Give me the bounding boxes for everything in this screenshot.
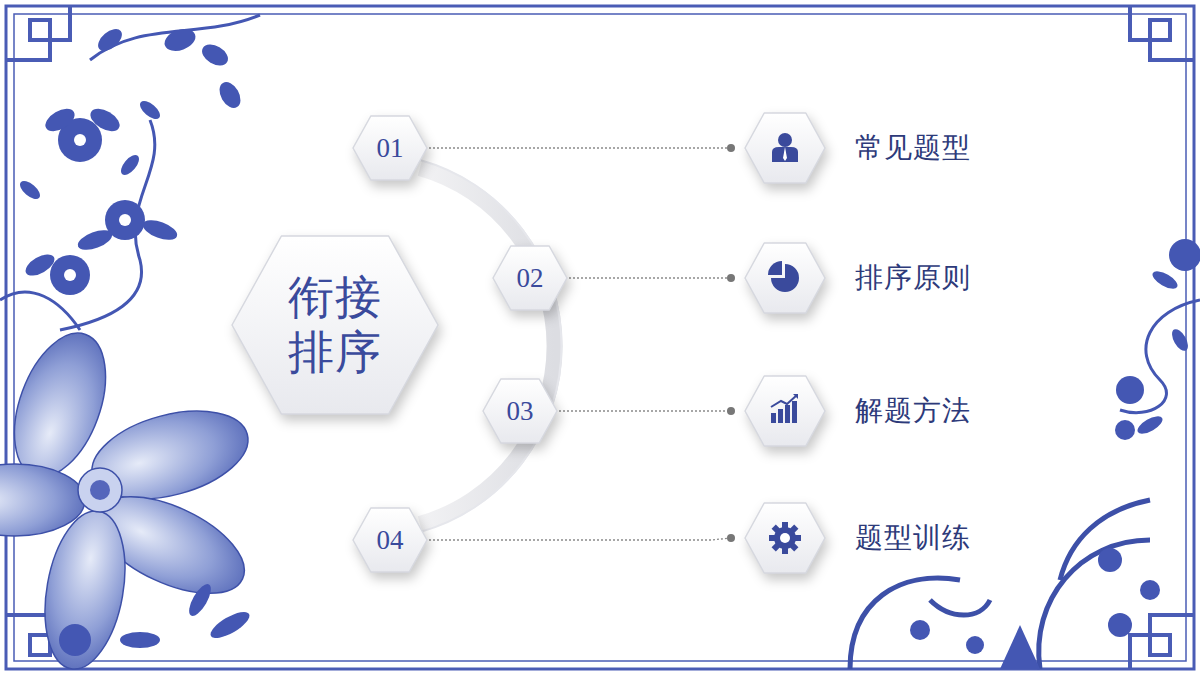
topic-label: 题型训练 bbox=[855, 524, 971, 552]
frame bbox=[6, 6, 1194, 669]
topic-item: 解题方法 bbox=[745, 376, 971, 446]
flower-vine bbox=[0, 15, 260, 330]
arc-edge bbox=[420, 160, 561, 532]
callout-number: 01 bbox=[377, 135, 404, 162]
icon-hexagon bbox=[745, 503, 825, 573]
topic-label: 常见题型 bbox=[855, 134, 971, 162]
flower-cluster bbox=[910, 548, 1160, 669]
title-hexagon-shape bbox=[232, 236, 438, 414]
icon-hexagon bbox=[745, 243, 825, 313]
corner-fret bbox=[6, 6, 1194, 669]
number-hexagon: 02 bbox=[493, 246, 567, 310]
leaf-sprig bbox=[59, 581, 253, 656]
scroll-ornament bbox=[850, 500, 1150, 669]
number-hexagon: 04 bbox=[353, 508, 427, 572]
callout-number: 03 bbox=[507, 398, 534, 425]
title-text: 衔接 排序 bbox=[287, 270, 384, 380]
number-hexagon: 01 bbox=[353, 116, 427, 180]
topic-label: 排序原则 bbox=[855, 264, 971, 292]
icon-hexagon bbox=[745, 113, 825, 183]
callout-number: 04 bbox=[377, 527, 404, 554]
number-hexagon: 03 bbox=[483, 379, 557, 443]
topic-item: 常见题型 bbox=[745, 113, 971, 183]
large-flower bbox=[0, 321, 259, 675]
topic-item: 题型训练 bbox=[745, 503, 971, 573]
icon-hexagon bbox=[745, 376, 825, 446]
callout-number: 02 bbox=[517, 265, 544, 292]
dotted-connector bbox=[569, 274, 735, 282]
dotted-connector bbox=[429, 144, 735, 152]
topic-item: 排序原则 bbox=[745, 243, 971, 313]
topic-label: 解题方法 bbox=[855, 397, 971, 425]
arc-band bbox=[420, 168, 555, 524]
dotted-connector bbox=[559, 407, 735, 415]
title-hexagon: 衔接 排序 bbox=[232, 236, 438, 414]
flower-vine-right bbox=[1115, 239, 1200, 440]
dotted-connector bbox=[429, 534, 735, 542]
